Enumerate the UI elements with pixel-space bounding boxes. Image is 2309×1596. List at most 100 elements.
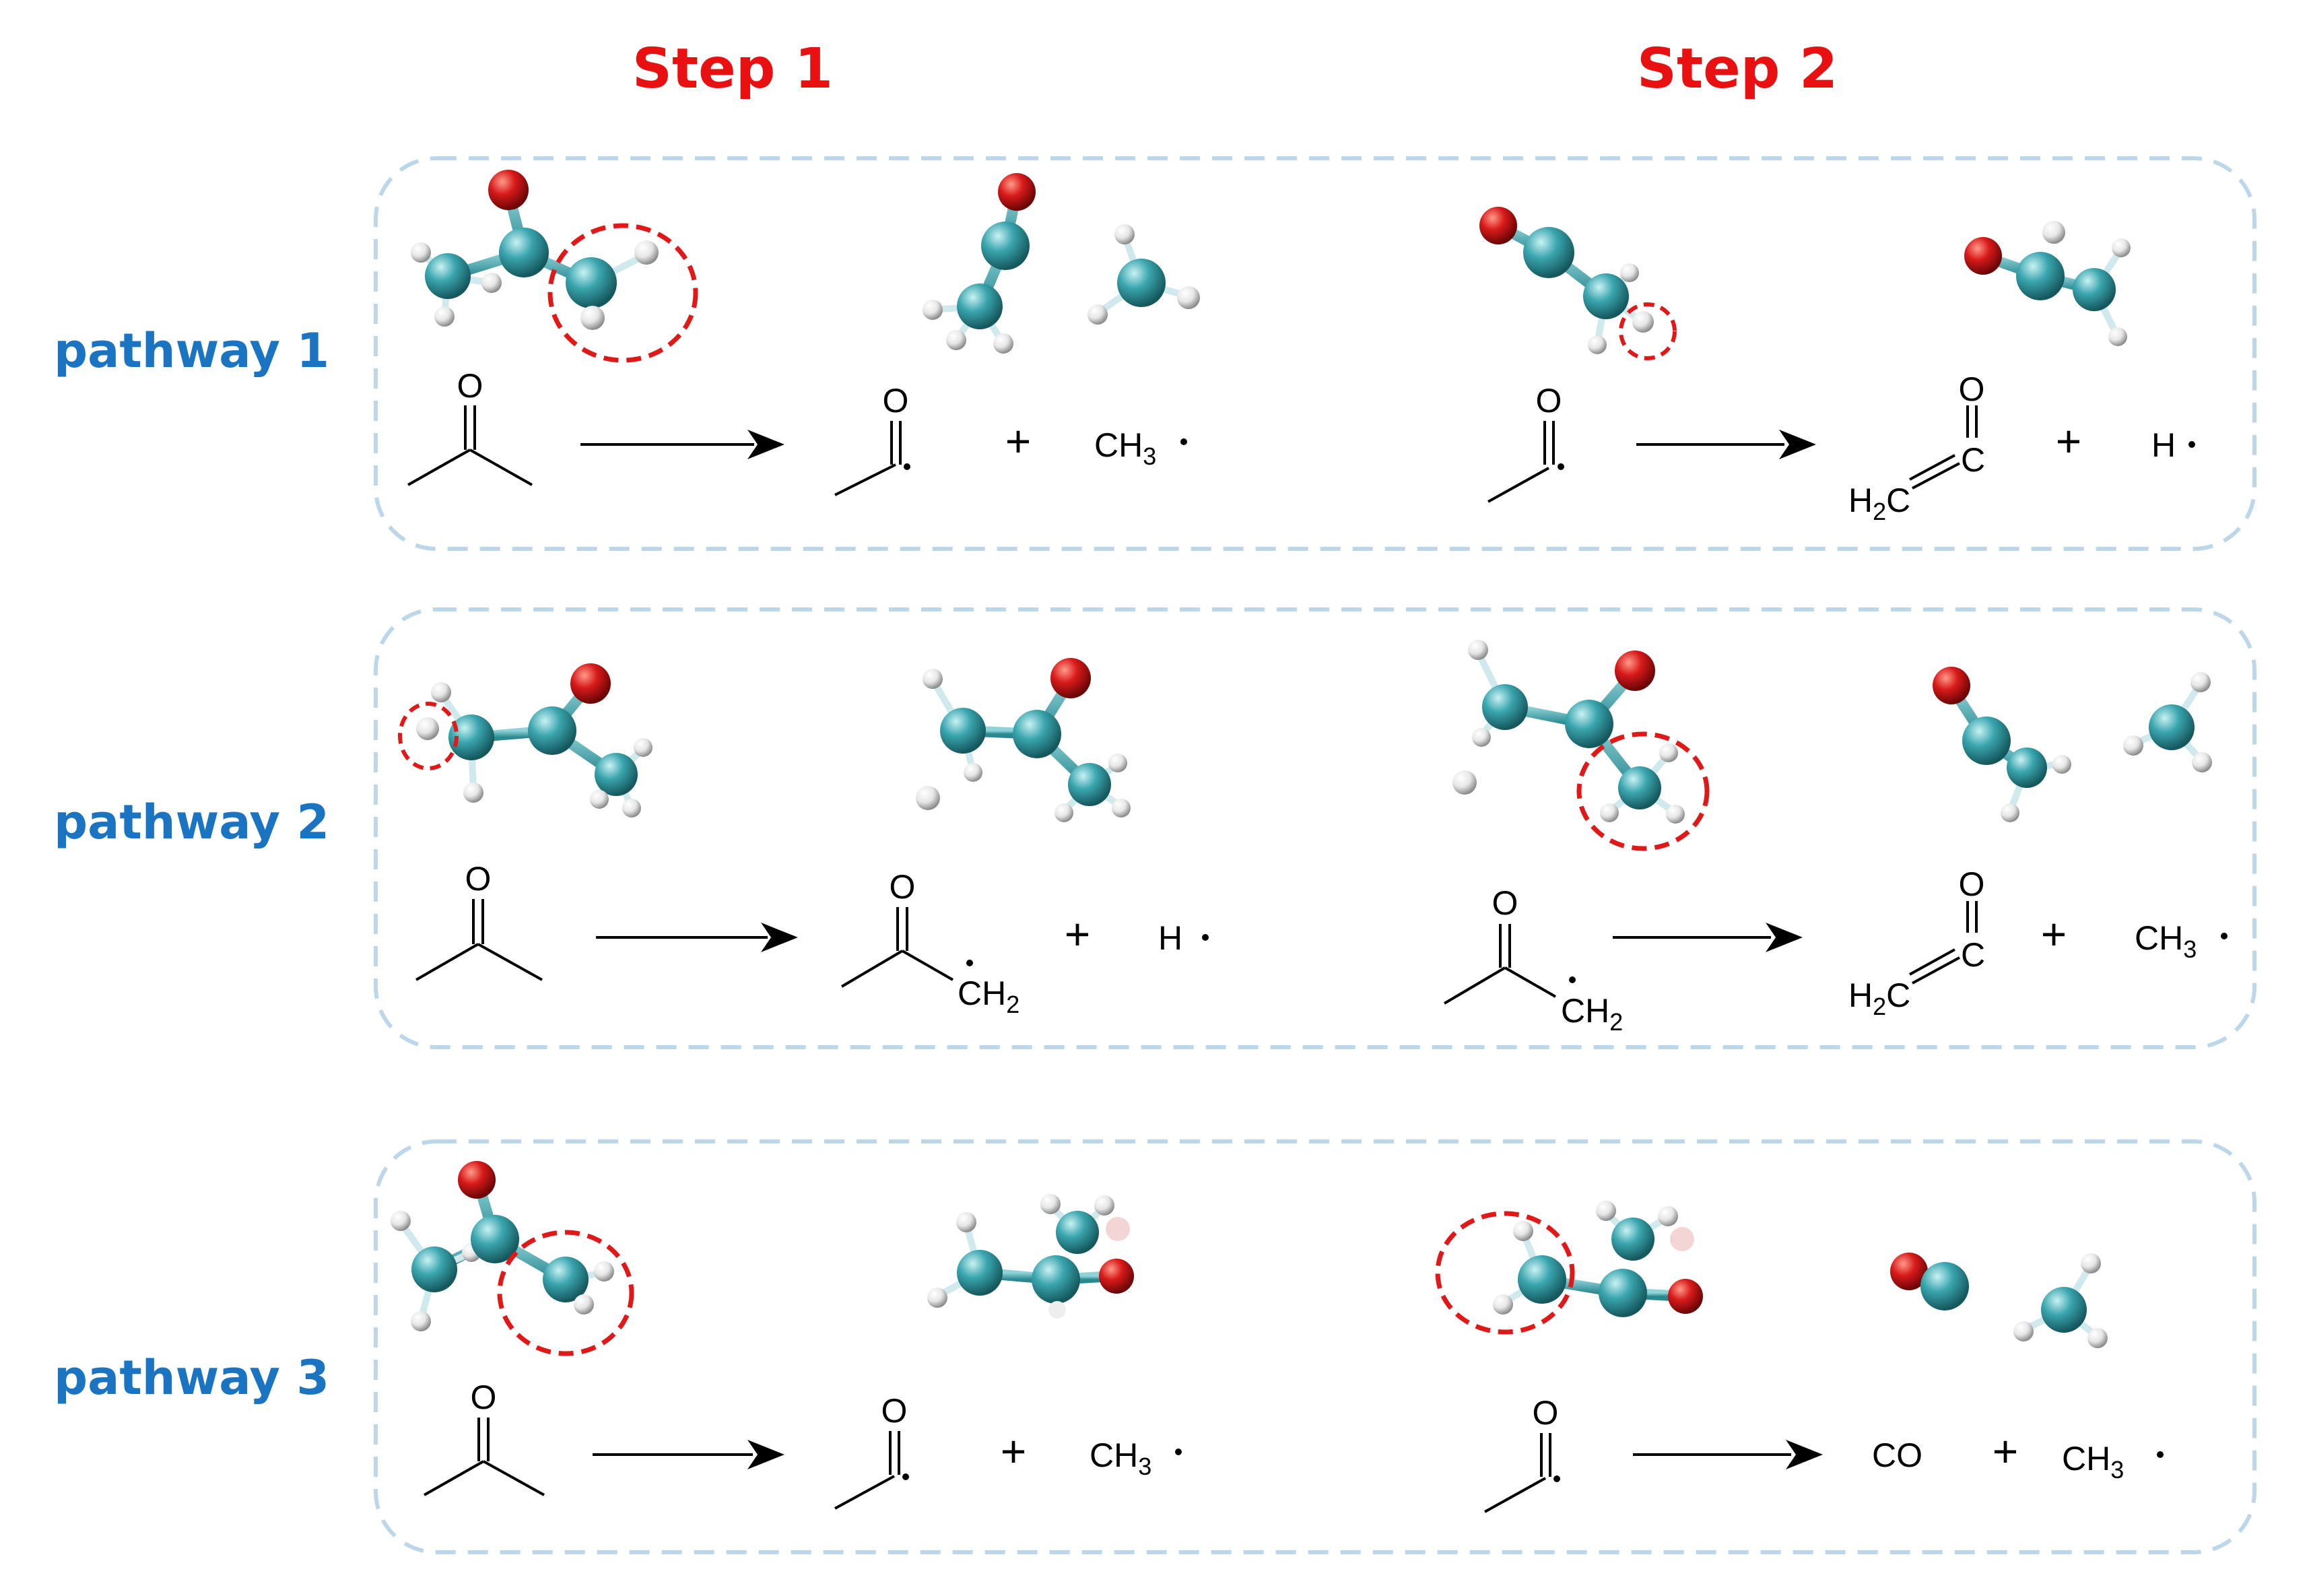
oxygen-atom (998, 173, 1036, 211)
hydrogen-atom (1040, 1194, 1061, 1214)
step-2-title: Step 2 (1637, 37, 1838, 101)
hydrogen-atom (2123, 735, 2143, 756)
oxygen-atom (1479, 207, 1517, 244)
acetone-structure-3: O (424, 1378, 545, 1496)
hydrogen-atom (416, 717, 439, 740)
acetyl-radical-structure-4: O (1484, 1394, 1560, 1513)
acetyl-radical-structure: O (834, 382, 910, 496)
acetone-model (411, 170, 698, 363)
hydrogen-atom (634, 738, 652, 757)
carbon-monoxide-label: CO (1872, 1436, 1922, 1474)
carbon-atom (1920, 1262, 1969, 1310)
hydrogen-atom (2108, 327, 2127, 346)
transition-state-model (927, 1194, 1134, 1319)
hydrogen-atom (590, 790, 609, 809)
acetone-structure-2: O (415, 860, 543, 981)
plus-sign: + (1001, 1426, 1027, 1476)
methyl-radical-model (1087, 224, 1200, 325)
oxygen-atom (1890, 1253, 1928, 1290)
carbon-atom (1013, 710, 1061, 758)
hydrogen-atom (1108, 754, 1127, 772)
plus-sign: + (1005, 416, 1032, 466)
hydrogen-atom (923, 300, 943, 320)
oxygen-atom (458, 1161, 496, 1199)
hydrogen-atom (2052, 755, 2071, 774)
oxygen-atom (1668, 1279, 1703, 1314)
hydrogen-atom (1177, 286, 1200, 309)
transition-state-model-2 (1435, 1201, 1703, 1335)
hydrogen-atom (1596, 1201, 1616, 1221)
hydrogen-atom (2112, 238, 2131, 257)
cleavage-highlight-circle (497, 1230, 634, 1356)
cleavage-highlight-circle (1576, 731, 1710, 851)
svg-text:O: O (881, 1392, 908, 1430)
oxygen-atom (488, 170, 529, 210)
methyl-radical-model-3 (2013, 1253, 2108, 1348)
carbon-atom (1523, 227, 1574, 278)
carbon-atom (940, 708, 986, 754)
carbon-atom (2073, 268, 2116, 311)
svg-text:O: O (457, 367, 483, 405)
oxygen-atom (1615, 651, 1655, 691)
svg-text:O: O (890, 868, 916, 906)
hydrogen-atom (2190, 672, 2211, 692)
oxygen-atom (1964, 237, 2002, 275)
hydrogen-atom (946, 330, 966, 350)
hydrogen-atom (1493, 1294, 1513, 1315)
hydrogen-atom (1468, 640, 1488, 660)
carbon-atom (1518, 1255, 1566, 1304)
pathway-1-step-2: O H2C C O + H (1479, 207, 2195, 525)
svg-text:CH2: CH2 (958, 974, 1019, 1018)
acetyl-radical-model (923, 173, 1036, 354)
hydrogen-atom (434, 306, 455, 327)
hydrogen-atom (916, 786, 940, 810)
pathway-3-step-1: O O + CH3 (391, 1161, 1182, 1510)
pathway-1-panel (374, 156, 2256, 551)
arrowhead (747, 1440, 784, 1469)
hydrogen-atom (1055, 803, 1073, 822)
svg-text:H2C: H2C (1848, 481, 1910, 525)
hydrogen-atom (1452, 770, 1477, 795)
hydrogen-atom (2192, 752, 2212, 772)
pathway-2-panel (374, 607, 2256, 1049)
hydrogen-atom (964, 763, 982, 782)
hydrogen-atom (481, 273, 502, 293)
carbon-atom (1117, 259, 1166, 307)
carbon-atom (448, 714, 494, 760)
acetone-model-3 (391, 1161, 634, 1356)
pathway-1-step-1: O O + CH3 (407, 170, 1200, 496)
methyl-radical-model-2 (2123, 672, 2212, 772)
carbon-atom (957, 284, 1003, 329)
hydrogen-atom (634, 240, 659, 265)
svg-text:H: H (1158, 919, 1182, 957)
hydrogen-atom (2087, 1328, 2108, 1348)
methyl-radical-label-2: CH3 (2135, 919, 2228, 963)
hydrogen-atom (1087, 304, 1108, 325)
svg-text:H: H (2151, 426, 2176, 464)
pathway-1-label: pathway 1 (54, 323, 329, 378)
svg-text:O: O (1536, 382, 1562, 420)
svg-text:C: C (1961, 936, 1985, 974)
hydrogen-atom (463, 783, 483, 803)
carbon-atom (543, 1257, 589, 1302)
carbon-atom (2041, 1287, 2087, 1333)
hydrogen-atom (1588, 335, 1607, 354)
arrowhead (761, 923, 798, 952)
plus-sign: + (2056, 416, 2082, 466)
arrowhead (1786, 1440, 1823, 1469)
methyl-radical-label-4: CH3 (2062, 1440, 2164, 1484)
svg-text:CH2: CH2 (1561, 992, 1623, 1036)
oxygen-atom (570, 663, 611, 704)
arrowhead (747, 430, 784, 459)
methyl-radical-label: CH3 (1094, 426, 1187, 470)
cleavage-highlight-circle (1619, 302, 1677, 360)
hydrogen-atom (391, 1211, 411, 1231)
oxygen-atom (1933, 667, 1970, 704)
ketene-model (1964, 221, 2131, 346)
hydrogen-atom (411, 242, 431, 263)
hydrogen-atom (956, 1212, 976, 1232)
hydrogen-atom (1600, 803, 1619, 822)
hydrogen-atom (1632, 311, 1654, 333)
svg-text:CH3: CH3 (2062, 1440, 2124, 1484)
carbon-atom (957, 1250, 1003, 1296)
